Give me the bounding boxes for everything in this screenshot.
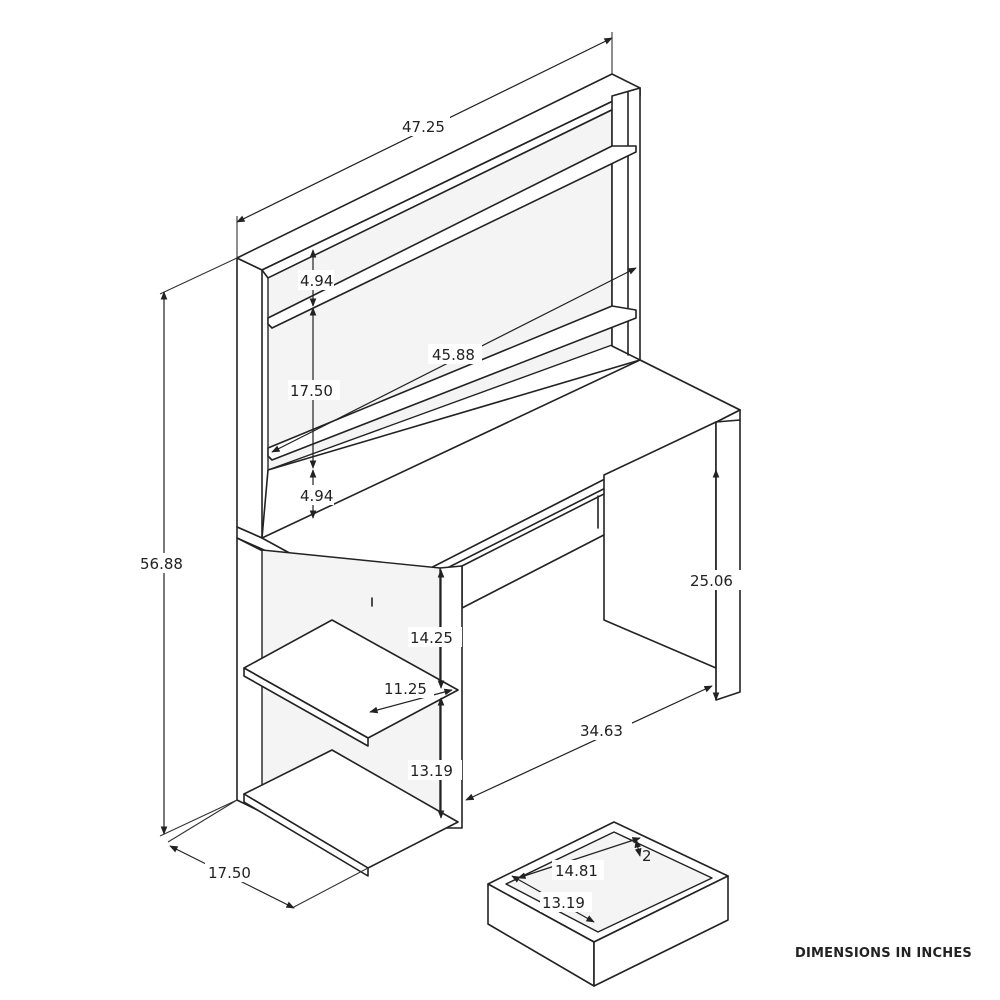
dim-line-2 bbox=[634, 839, 642, 857]
caption-units: DIMENSIONS IN INCHES bbox=[795, 946, 972, 961]
desk-right-leg-edge bbox=[715, 419, 741, 701]
label-drawer-width: 14.81 bbox=[555, 862, 598, 880]
dim-line-34-63 bbox=[465, 685, 713, 801]
label-lower-shelf-height: 13.19 bbox=[410, 762, 453, 780]
label-hutch-inner-width: 45.88 bbox=[432, 346, 475, 364]
label-desk-knee-width: 34.63 bbox=[580, 722, 623, 740]
label-shelf-top-gap: 4.94 bbox=[300, 272, 333, 290]
desk bbox=[236, 359, 741, 877]
label-shelf-depth: 11.25 bbox=[384, 680, 427, 698]
label-hutch-width: 47.25 bbox=[402, 118, 445, 136]
dim-line-14-81 bbox=[517, 837, 641, 879]
shelving-middle-shelf-edge bbox=[243, 667, 369, 747]
label-upper-shelf-height: 14.25 bbox=[410, 629, 453, 647]
label-total-height: 56.88 bbox=[140, 555, 183, 573]
label-desk-depth: 17.50 bbox=[208, 864, 251, 882]
drawer-front-side bbox=[593, 875, 729, 987]
label-drawer-height: 2 bbox=[642, 847, 652, 865]
dimension-labels: 47.25 56.88 4.94 45.88 17.50 4.94 25.06 … bbox=[136, 116, 742, 912]
shelving-bottom-shelf-edge bbox=[243, 793, 369, 877]
label-drawer-depth: 13.19 bbox=[542, 894, 585, 912]
hutch-left-panel bbox=[236, 257, 263, 539]
label-desk-leg-height: 25.06 bbox=[690, 572, 733, 590]
label-shelf-bottom-gap: 4.94 bbox=[300, 487, 333, 505]
label-hutch-middle-gap: 17.50 bbox=[290, 382, 333, 400]
loose-drawer bbox=[487, 821, 729, 987]
dim-line-11-25 bbox=[369, 688, 453, 714]
